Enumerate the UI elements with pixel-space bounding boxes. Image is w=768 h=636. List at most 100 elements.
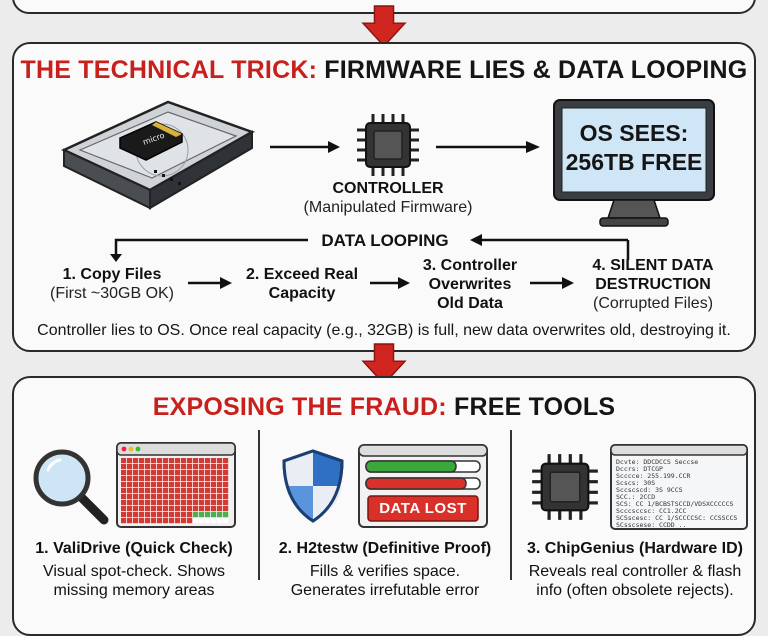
data-looping-bracket <box>110 234 630 262</box>
memory-cell <box>127 518 133 524</box>
memory-cell <box>175 512 181 518</box>
memory-cell <box>121 518 127 524</box>
memory-cell <box>133 464 139 470</box>
memory-cell <box>187 458 193 464</box>
memory-cell <box>205 488 211 494</box>
memory-cell <box>157 464 163 470</box>
terminal-icon <box>610 444 748 530</box>
memory-cell <box>199 470 205 476</box>
memory-cell <box>145 500 151 506</box>
memory-cell <box>223 512 229 518</box>
step-controller-overwrites: 3. Controller Overwrites Old Data <box>422 257 518 312</box>
memory-cell <box>157 518 163 524</box>
memory-cell <box>175 500 181 506</box>
memory-cell <box>205 494 211 500</box>
tool-chipgenius-name: 3. ChipGenius (Hardware ID) <box>526 540 744 557</box>
memory-cell <box>217 482 223 488</box>
memory-cell <box>157 476 163 482</box>
memory-cell <box>157 512 163 518</box>
memory-cell <box>175 476 181 482</box>
memory-cell <box>133 494 139 500</box>
chip-icon <box>357 114 419 176</box>
memory-cell <box>163 482 169 488</box>
memory-cell <box>223 482 229 488</box>
tool-h2testw-desc: Fills & verifies space. Generates irrefu… <box>290 563 480 599</box>
memory-cell <box>205 506 211 512</box>
memory-cell <box>169 512 175 518</box>
arrow-icon <box>436 141 540 153</box>
os-sees-text: OS SEES: 256TB FREE <box>565 120 703 175</box>
memory-cell <box>217 506 223 512</box>
memory-cell <box>211 458 217 464</box>
memory-cell <box>169 506 175 512</box>
memory-cell <box>145 458 151 464</box>
memory-cell <box>199 518 205 524</box>
memory-cell <box>121 506 127 512</box>
technical-caption: Controller lies to OS. Once real capacit… <box>37 322 731 339</box>
memory-cell <box>127 500 133 506</box>
memory-cell <box>193 488 199 494</box>
memory-cell <box>169 476 175 482</box>
memory-cell <box>205 482 211 488</box>
memory-cell <box>181 464 187 470</box>
memory-cell <box>181 482 187 488</box>
memory-cell <box>169 488 175 494</box>
memory-cell <box>187 512 193 518</box>
memory-cell <box>169 494 175 500</box>
memory-cell <box>133 476 139 482</box>
data-looping-label: DATA LOOPING <box>321 231 449 250</box>
memory-cell <box>163 512 169 518</box>
memory-cell <box>211 512 217 518</box>
magnifier-icon <box>33 449 109 525</box>
memory-cell <box>181 470 187 476</box>
memory-cell <box>127 482 133 488</box>
memory-cell <box>175 506 181 512</box>
terminal-line: Dcvte: DDCDCCS Seccse <box>616 458 699 466</box>
arrow-icon <box>188 277 232 289</box>
memory-cell <box>145 506 151 512</box>
memory-cell <box>163 500 169 506</box>
memory-cell <box>139 482 145 488</box>
memory-cell <box>139 470 145 476</box>
memory-cell <box>181 518 187 524</box>
memory-cell <box>193 476 199 482</box>
memory-cell <box>205 470 211 476</box>
memory-cell <box>211 500 217 506</box>
memory-cell <box>199 506 205 512</box>
memory-cell <box>145 464 151 470</box>
memory-cell <box>139 488 145 494</box>
memory-cell <box>121 512 127 518</box>
terminal-line: SCsscsese: CCDD .. <box>616 521 687 529</box>
memory-cell <box>139 494 145 500</box>
terminal-line: SCS: CC 1/BCBSTSCCD/VDSXCCCCCS <box>616 500 734 508</box>
step-copy-files: 1. Copy Files (First ~30GB OK) <box>49 266 175 302</box>
memory-cell <box>145 512 151 518</box>
memory-cell <box>145 470 151 476</box>
memory-cell <box>181 488 187 494</box>
memory-cell <box>133 458 139 464</box>
memory-cell <box>211 518 217 524</box>
memory-cell <box>139 506 145 512</box>
down-arrow-icon <box>361 343 407 386</box>
memory-cell <box>175 518 181 524</box>
memory-cell <box>151 458 157 464</box>
memory-cell <box>127 464 133 470</box>
memory-cell <box>187 506 193 512</box>
step-exceed-capacity: 2. Exceed Real Capacity <box>245 266 359 302</box>
tool-h2testw-name: 2. H2testw (Definitive Proof) <box>278 540 492 557</box>
memory-cell <box>151 500 157 506</box>
memory-cell <box>193 458 199 464</box>
memory-cell <box>145 476 151 482</box>
memory-cell <box>151 518 157 524</box>
memory-cell <box>169 464 175 470</box>
memory-cell <box>187 494 193 500</box>
memory-cell <box>139 500 145 506</box>
memory-cell <box>163 518 169 524</box>
memory-cell <box>223 464 229 470</box>
memory-cell <box>211 494 217 500</box>
memory-cell <box>181 458 187 464</box>
arrow-icon <box>370 277 410 289</box>
memory-cell <box>151 470 157 476</box>
memory-cell <box>139 464 145 470</box>
memory-cell <box>217 464 223 470</box>
